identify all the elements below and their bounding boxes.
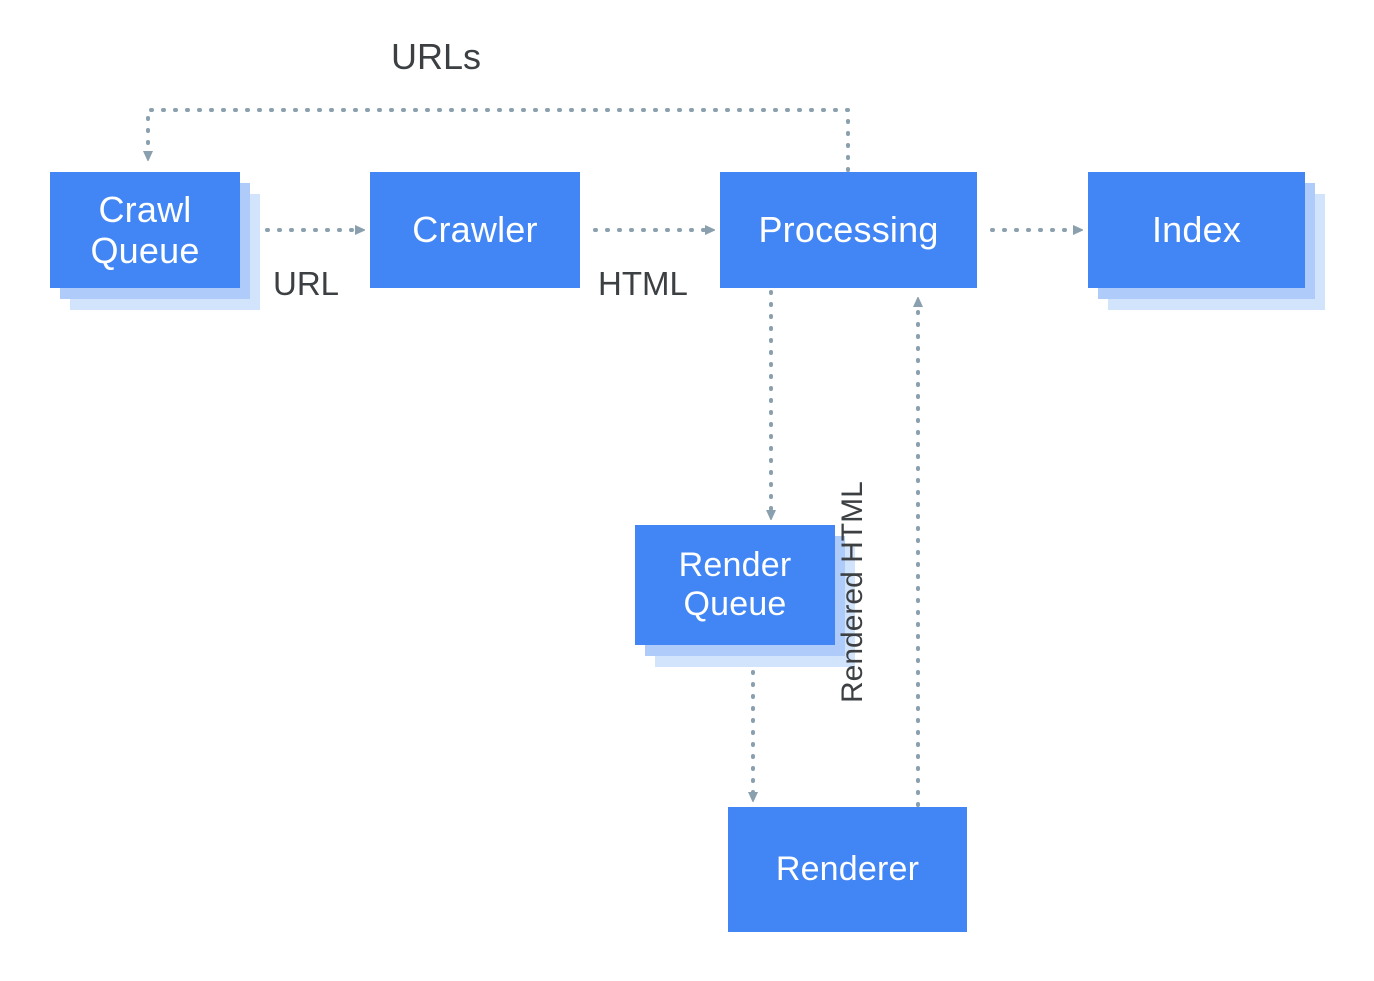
node-crawler[interactable]: Crawler	[370, 172, 580, 288]
node-processing-label: Processing	[758, 209, 939, 251]
node-face	[720, 172, 977, 288]
node-face	[1088, 172, 1305, 288]
edge-label-url: URL	[273, 265, 340, 302]
node-index[interactable]: Index	[1088, 172, 1325, 310]
node-face	[728, 807, 967, 932]
node-render-queue-label: Render Queue	[678, 546, 792, 623]
edge-label-html: HTML	[598, 265, 688, 302]
edge-label-rendered-html: Rendered HTML	[836, 481, 869, 703]
node-renderer-label: Renderer	[775, 850, 920, 889]
edge-processing-to-crawl-queue	[148, 108, 850, 172]
node-render-queue[interactable]: Render Queue	[635, 525, 855, 667]
node-face	[370, 172, 580, 288]
node-face	[635, 525, 835, 645]
node-face	[50, 172, 240, 288]
node-renderer[interactable]: Renderer	[728, 807, 967, 932]
node-index-label: Index	[1151, 209, 1242, 251]
node-processing[interactable]: Processing	[720, 172, 977, 288]
node-crawl-queue[interactable]: Crawl Queue	[50, 172, 260, 310]
node-crawl-queue-label: Crawl Queue	[90, 188, 200, 271]
node-crawler-label: Crawler	[412, 209, 538, 251]
edge-label-urls: URLs	[391, 36, 482, 77]
